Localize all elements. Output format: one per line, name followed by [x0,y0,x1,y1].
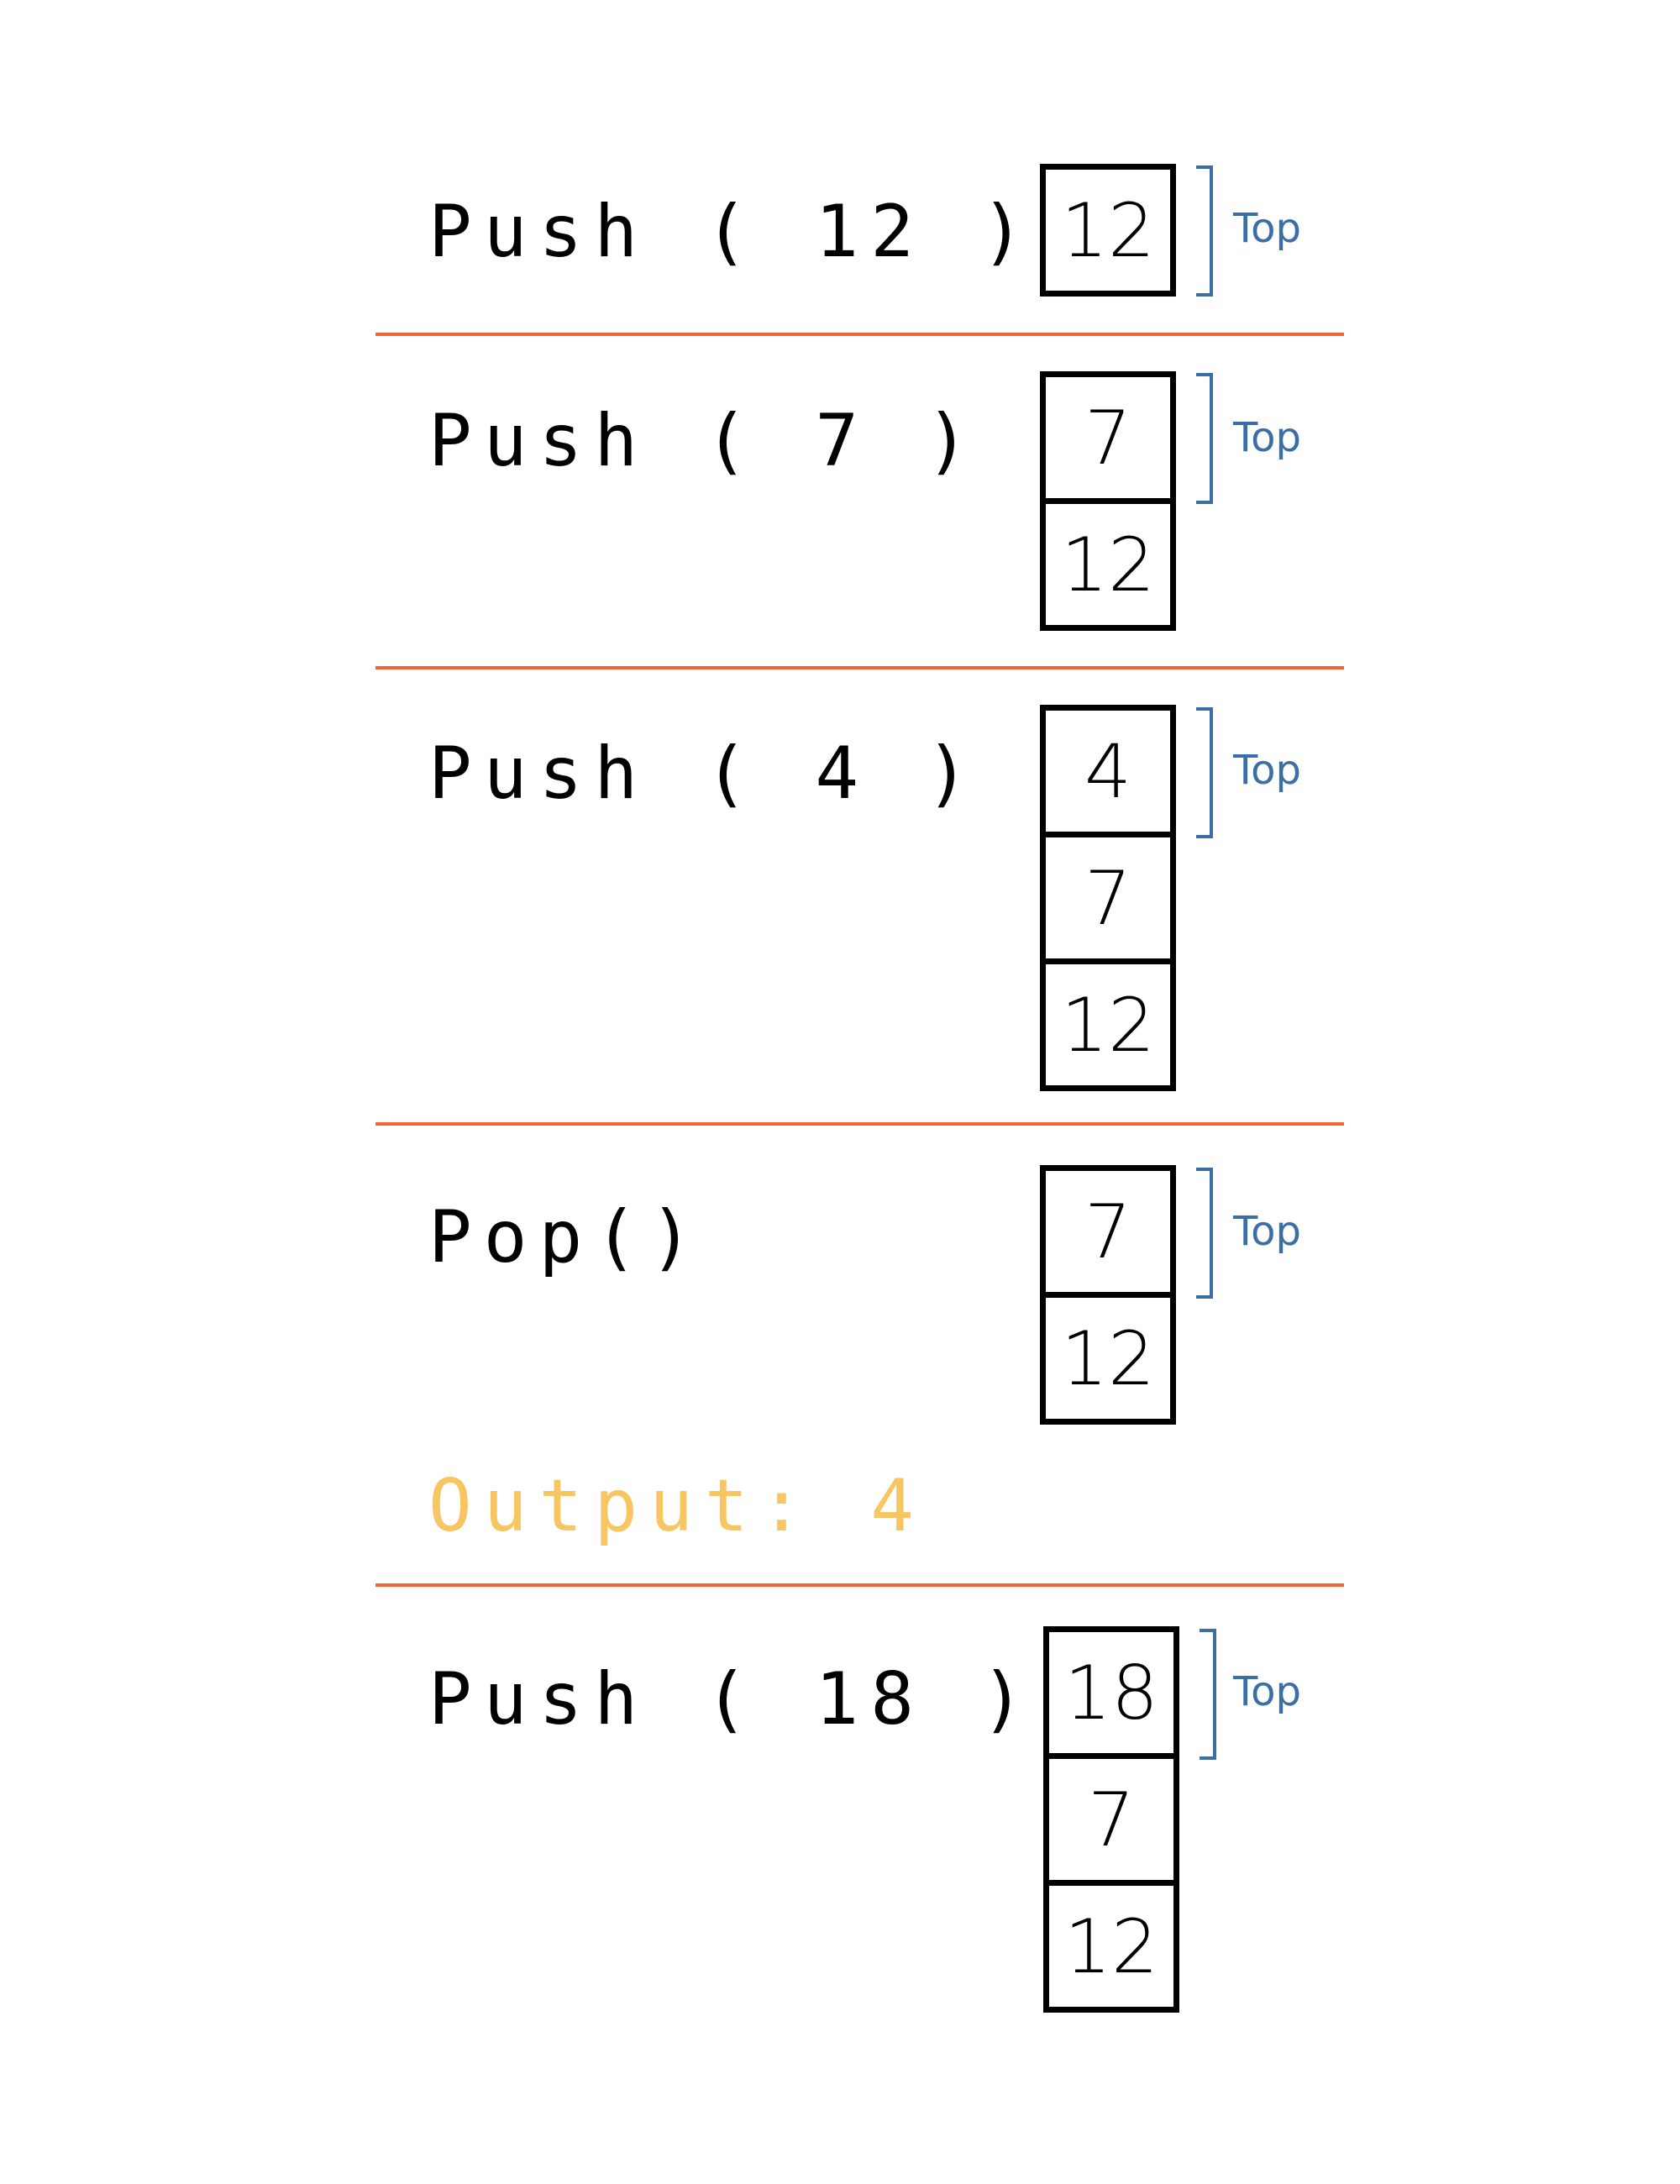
top-bracket [1196,373,1213,504]
divider [375,333,1344,336]
stack: 7 12 [1040,1165,1176,1425]
stack-cell: 12 [1061,186,1155,274]
stack: 18 7 12 [1043,1626,1179,2013]
stack-cell: 12 [1046,1292,1170,1419]
stack-cell: 7 [1084,1188,1131,1275]
stack-cell: 18 [1064,1649,1158,1736]
stack-cell: 12 [1046,958,1170,1085]
top-bracket [1196,1168,1213,1299]
stack-cell: 7 [1049,1753,1173,1880]
operation-label: Push ( 7 ) [428,399,981,483]
top-label: Top [1233,205,1301,252]
stack-cell: 12 [1046,498,1170,625]
stack: 12 [1040,164,1176,297]
divider [375,666,1344,669]
top-label: Top [1233,747,1301,794]
divider [375,1122,1344,1126]
top-bracket [1196,707,1213,838]
operation-label: Push ( 4 ) [428,732,981,816]
top-label: Top [1233,1668,1301,1715]
stack: 4 7 12 [1040,705,1176,1091]
top-bracket [1196,165,1213,297]
stack-cell: 12 [1049,1880,1173,2007]
stack-cell: 4 [1084,727,1131,815]
output-label: Output: 4 [428,1464,926,1548]
operation-label: Pop() [428,1195,705,1279]
top-label: Top [1233,1208,1301,1255]
operation-label: Push ( 18 ) [428,1657,1037,1741]
divider [375,1583,1344,1587]
top-bracket [1200,1629,1216,1760]
operation-label: Push ( 12 ) [428,190,1037,274]
stack-cell: 7 [1046,832,1170,958]
stack-cell: 7 [1084,394,1131,481]
stack: 7 12 [1040,371,1176,631]
top-label: Top [1233,414,1301,461]
